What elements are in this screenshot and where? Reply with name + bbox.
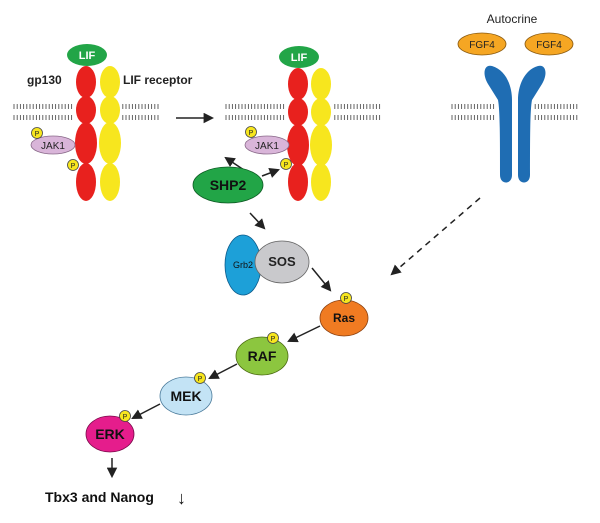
svg-text:P: P: [35, 131, 40, 138]
erk-node: ERK: [85, 415, 135, 453]
arrow-mek-to-erk: [131, 403, 161, 419]
lif-ligand-center: LIF: [279, 46, 319, 68]
svg-text:P: P: [123, 414, 128, 421]
svg-text:P: P: [71, 163, 76, 170]
jak1-center: JAK1: [244, 135, 290, 155]
svg-text:SHP2: SHP2: [210, 177, 247, 193]
target-genes-label: Tbx3 and Nanog: [45, 489, 154, 505]
phospho-badge: P: [119, 410, 131, 422]
svg-text:P: P: [284, 162, 289, 169]
gp130-receptor-center: [287, 68, 309, 201]
fgf4-ligand-right: FGF4: [524, 32, 574, 56]
svg-text:P: P: [198, 376, 203, 383]
arrow-raf-to-mek: [208, 363, 238, 379]
svg-text:FGF4: FGF4: [469, 40, 495, 51]
svg-text:RAF: RAF: [248, 348, 277, 364]
svg-text:ERK: ERK: [95, 426, 125, 442]
shp2-node: SHP2: [192, 166, 264, 204]
svg-text:FGF4: FGF4: [536, 40, 562, 51]
fgf4-ligand-left: FGF4: [457, 32, 507, 56]
phospho-badge: P: [245, 126, 257, 138]
phospho-badge: P: [280, 158, 292, 170]
lif-receptor-left: [99, 66, 121, 201]
lif-receptor-center: [310, 68, 332, 201]
svg-text:JAK1: JAK1: [255, 141, 279, 152]
gp130-receptor-left: [75, 66, 97, 201]
arrow-fgfr-to-ras: [390, 197, 481, 276]
svg-text:P: P: [271, 336, 276, 343]
svg-text:P: P: [344, 296, 349, 303]
lif-ligand-left: LIF: [67, 44, 107, 66]
svg-text:LIF: LIF: [291, 52, 308, 64]
svg-text:LIF: LIF: [79, 50, 96, 62]
fgf-receptor-dimer: [484, 65, 546, 183]
sos-node: SOS: [254, 240, 310, 284]
phospho-badge: P: [67, 159, 79, 171]
jak1-left: JAK1: [30, 135, 76, 155]
cell-membrane-left: [13, 104, 159, 120]
cell-membrane-center: [225, 104, 381, 120]
ras-node: Ras: [319, 299, 369, 337]
svg-text:Ras: Ras: [333, 311, 355, 325]
arrow-shp2-to-grb2-sos: [249, 212, 266, 230]
autocrine-label: Autocrine: [487, 12, 538, 26]
phospho-badge: P: [31, 127, 43, 139]
arrow-sos-to-ras: [311, 267, 332, 292]
phospho-badge: P: [340, 292, 352, 304]
arrow-shp2-to-phospho: [261, 168, 280, 178]
arrow-ras-to-raf: [287, 325, 321, 343]
phospho-badge: P: [194, 372, 206, 384]
down-arrow-icon: ↓: [177, 488, 186, 508]
raf-node: RAF: [235, 336, 289, 376]
svg-text:MEK: MEK: [170, 388, 201, 404]
lif-receptor-label: LIF receptor: [123, 73, 193, 87]
svg-text:SOS: SOS: [268, 254, 296, 269]
svg-text:P: P: [249, 130, 254, 137]
mek-node: MEK: [159, 376, 213, 416]
svg-text:Grb2: Grb2: [233, 260, 253, 270]
phospho-badge: P: [267, 332, 279, 344]
gp130-label: gp130: [27, 73, 62, 87]
svg-text:JAK1: JAK1: [41, 141, 65, 152]
cell-membrane-right: [451, 104, 578, 120]
